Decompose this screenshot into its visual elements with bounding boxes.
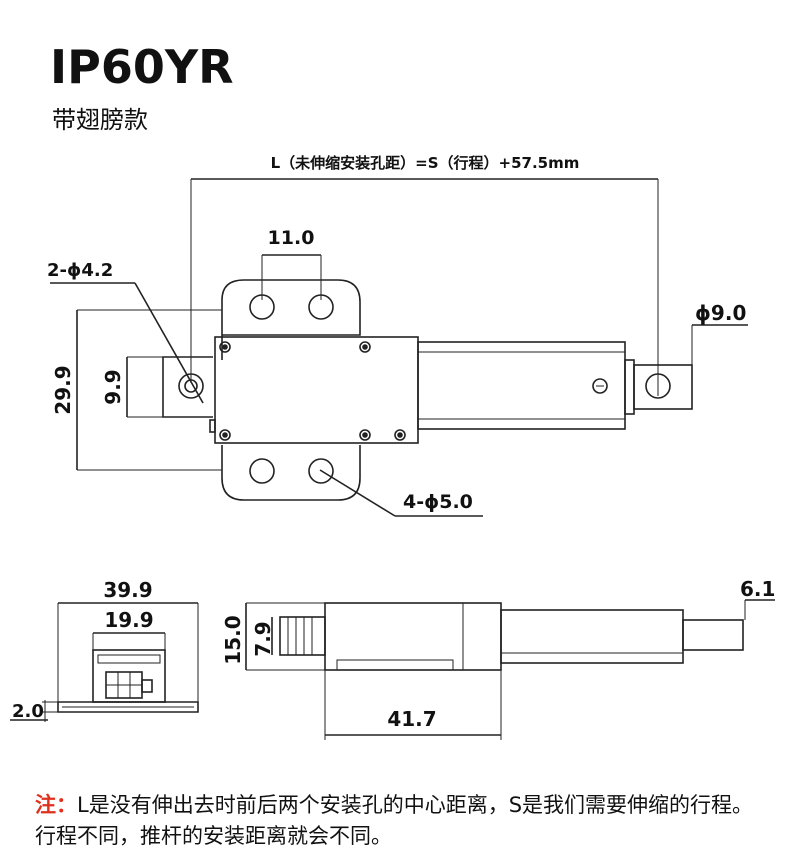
rod-offset-label: 6.1 [740, 577, 775, 601]
overall-height-label: 29.9 [51, 365, 75, 414]
lug-height-label: 9.9 [101, 369, 125, 404]
model-title: IP60YR [50, 40, 234, 94]
rod-end-hole-label: ϕ9.0 [695, 301, 746, 325]
footnote-text: L是没有伸出去时前后两个安装孔的中心距离，S是我们需要伸缩的行程。行程不同，推杆… [35, 793, 754, 848]
wing-hole-leader [319, 469, 396, 517]
wing-hole-icon [249, 458, 275, 484]
base-thickness-label: 2.0 [12, 701, 44, 722]
body-tab [209, 419, 216, 433]
wing-hole-icon [308, 458, 334, 484]
footnote-label: 注： [35, 793, 77, 817]
motor-body [214, 336, 419, 444]
body-screws [219, 341, 406, 441]
rear-lug [162, 356, 213, 418]
tube-screw-icon [592, 378, 608, 394]
end-width-inner-label: 19.9 [104, 608, 153, 632]
body-length-label: 41.7 [387, 707, 436, 731]
wing-plate-top [221, 279, 361, 360]
wing-plate-bottom [221, 445, 361, 501]
rod-collar [624, 359, 635, 415]
end-view-body [57, 649, 199, 713]
wing-hole-label: 4-ϕ5.0 [403, 491, 473, 513]
actuator-tube [417, 341, 626, 430]
variant-subtitle: 带翅膀款 [52, 106, 148, 134]
wing-hole-icon [249, 294, 275, 320]
rear-lug-hole-icon [178, 373, 204, 399]
end-width-outer-label: 39.9 [103, 578, 152, 602]
rear-lug-hole-inner [184, 379, 198, 393]
side-height-label: 15.0 [221, 615, 245, 664]
side-lug-height-label: 7.9 [251, 621, 275, 656]
length-formula-label: L（未伸缩安装孔距）=S（行程）+57.5mm [271, 154, 580, 172]
footnote: 注：L是没有伸出去时前后两个安装孔的中心距离，S是我们需要伸缩的行程。行程不同，… [35, 790, 765, 852]
rod-end-hole-icon [645, 373, 671, 399]
small-hole-label: 2-ϕ4.2 [47, 260, 113, 281]
side-view-body [279, 602, 744, 671]
wing-hole-icon [308, 294, 334, 320]
rod-end [633, 364, 693, 410]
hole-spacing-label: 11.0 [268, 227, 315, 249]
